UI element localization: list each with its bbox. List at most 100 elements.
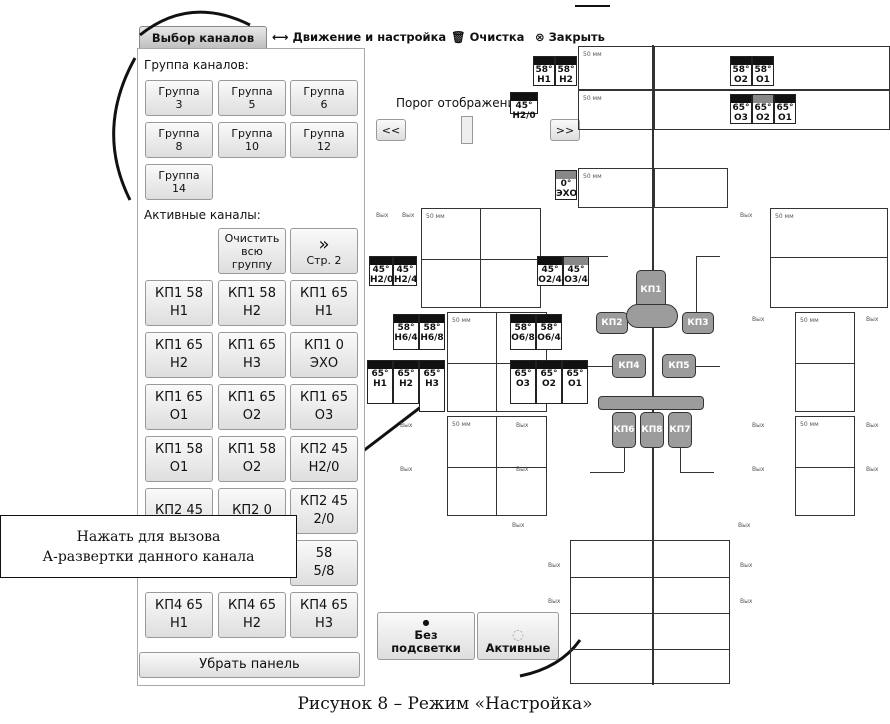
kp-label: КП1 — [640, 285, 662, 295]
kp1-block[interactable]: КП1 — [636, 270, 666, 310]
active-channels-label: Активные каналы: — [144, 208, 261, 222]
ascan-grid[interactable]: 50 мм — [447, 416, 547, 516]
cell-code: ЭХО — [556, 189, 578, 199]
channel-cell[interactable]: 65°Н2 — [393, 360, 419, 404]
channel-cell-selected[interactable]: 65°Н3 — [419, 360, 445, 412]
channel-cell[interactable]: 65°О2 — [752, 94, 774, 124]
channel-cell[interactable]: 45°Н2/4 — [393, 256, 417, 286]
close-circle-icon: ⊗ — [535, 30, 545, 44]
channel-id: КП1 65 — [155, 390, 203, 405]
kp-label: КП7 — [669, 425, 691, 435]
channel-cell[interactable]: 58°Н6/8 — [419, 314, 445, 350]
tab-channel-select[interactable]: Выбор каналов — [139, 26, 267, 50]
channel-id: КП4 65 — [300, 598, 348, 613]
tab-close[interactable]: ⊗ Закрыть — [535, 26, 605, 48]
connector-line — [680, 448, 681, 472]
kp5-block[interactable]: КП5 — [662, 354, 696, 378]
channel-cell[interactable]: 45° Н2/0 — [510, 92, 538, 121]
channel-cell[interactable]: 65°О1 — [562, 360, 588, 404]
ascan-grid[interactable]: 50 мм — [795, 312, 855, 412]
out-label: Вых — [512, 522, 525, 529]
next-page-button[interactable]: » Стр. 2 — [290, 228, 358, 274]
channel-cell[interactable]: 58°О2 — [730, 56, 752, 86]
clear-line: группу — [231, 257, 273, 271]
channel-sub: О1 — [169, 408, 189, 423]
ascan-grid[interactable]: 50 мм — [421, 208, 541, 308]
kp8-block[interactable]: КП8 — [640, 412, 664, 448]
channel-cell[interactable]: 65°О3 — [510, 360, 536, 404]
channel-cell[interactable]: 65°О3 — [730, 94, 752, 124]
cell-angle: 45° — [541, 265, 559, 275]
channel-sub: Н1 — [169, 616, 189, 631]
no-highlight-button[interactable]: ● Без подсветки — [377, 612, 475, 660]
threshold-slider[interactable] — [461, 116, 473, 144]
channel-sub: Н3 — [242, 356, 262, 371]
channel-cell[interactable]: 65°Н1 — [367, 360, 393, 404]
cell-code: Н6/4 — [394, 333, 418, 343]
kp4-block[interactable]: КП4 — [612, 354, 646, 378]
ascan-grid[interactable]: 50 мм — [578, 168, 728, 208]
channel-cell[interactable]: 58°О1 — [752, 56, 774, 86]
remove-panel-button[interactable]: Убрать панель — [139, 652, 360, 678]
tab-clear[interactable]: 🗑 Очистка — [451, 26, 524, 48]
nav-prev-button[interactable]: << — [376, 119, 406, 141]
group-title: Группа — [303, 127, 345, 140]
channel-cell[interactable]: 58°Н6/4 — [393, 314, 419, 350]
channel-cell[interactable]: 58°О6/4 — [536, 314, 562, 350]
nav-next-button[interactable]: >> — [550, 119, 580, 141]
channel-id: КП2 0 — [232, 503, 272, 518]
clear-group-button[interactable]: Очистить всю группу — [218, 228, 286, 274]
channel-cell[interactable]: 65°О1 — [774, 94, 796, 124]
channel-sub: 5/8 — [313, 564, 335, 579]
channel-cell[interactable]: 58°Н1 — [533, 56, 555, 86]
channel-cell[interactable]: 58°О6/8 — [510, 314, 536, 350]
scale-label: 50 мм — [800, 317, 819, 324]
ascan-grid[interactable]: 50 мм — [795, 416, 855, 516]
channel-button[interactable]: КП1 65 О1 — [145, 384, 213, 430]
active-button[interactable]: ◌ Активные — [477, 612, 559, 660]
kp-label: КП4 — [618, 361, 640, 371]
channel-cell[interactable]: 45°Н2/0 — [369, 256, 393, 286]
channel-cell[interactable]: 45°О2/4 — [537, 256, 563, 286]
tab-movement-settings[interactable]: ⟷ Движение и настройка — [272, 26, 446, 48]
ascan-grid[interactable]: 50 мм — [770, 208, 888, 308]
scale-label: 50 мм — [583, 173, 602, 180]
kp3-block[interactable]: КП3 — [682, 312, 714, 334]
channel-cell[interactable]: 0°ЭХО — [555, 170, 577, 200]
out-label: Вых — [866, 466, 879, 473]
channel-cell[interactable]: 58°Н2 — [555, 56, 577, 86]
out-label: Вых — [400, 422, 413, 429]
channel-cell[interactable]: 65°О2 — [536, 360, 562, 404]
group-num: 3 — [175, 98, 183, 111]
callout-note: Нажать для вызова А-развертки данного ка… — [0, 515, 297, 578]
kp2-block[interactable]: КП2 — [596, 312, 628, 334]
kp7-block[interactable]: КП7 — [668, 412, 692, 448]
channel-cell[interactable]: 45°О3/4 — [563, 256, 589, 286]
out-label: Вых — [516, 466, 529, 473]
ascan-grid[interactable] — [570, 540, 730, 684]
kp6-block[interactable]: КП6 — [612, 412, 636, 448]
